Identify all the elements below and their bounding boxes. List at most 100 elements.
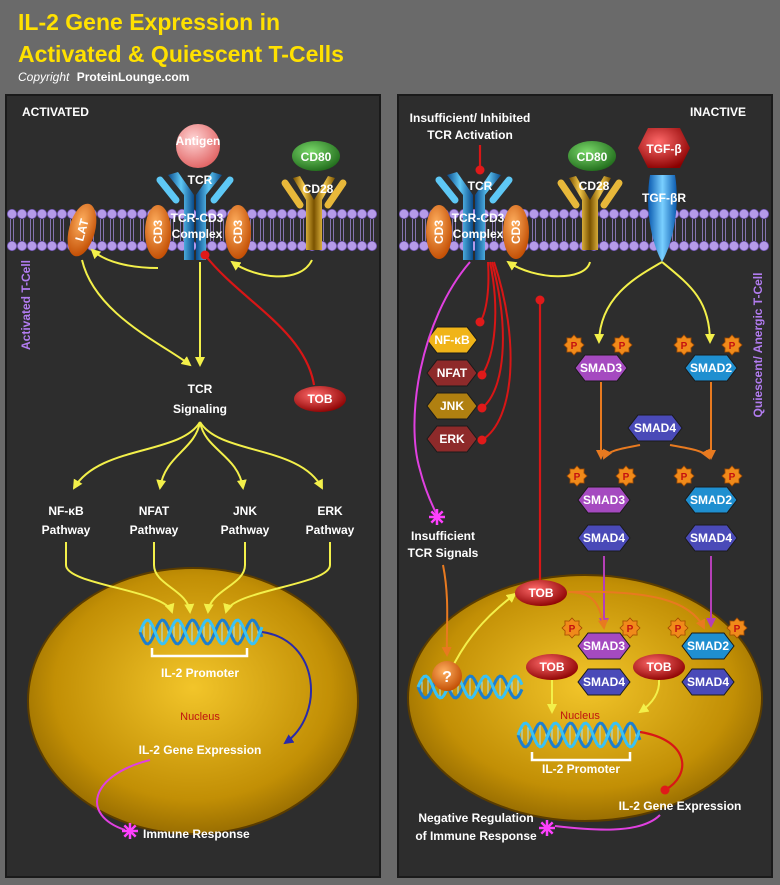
lipid-head [296,240,307,251]
lipid-head [749,208,760,219]
arrow-cd3-to-lat [90,248,159,269]
lipid-head [689,240,700,251]
kinase-0-shape [426,326,478,354]
tob-left: TOB [294,386,346,412]
kinase-0-label: NF-κB [434,333,470,347]
smad4-free-shape [627,414,683,442]
lipid-head [276,208,287,219]
dna-helix-right [516,721,642,749]
lipid-head [488,240,499,251]
panel-title-activated: ACTIVATED [22,105,89,119]
lipid-tail [300,219,304,241]
antigen-label: Antigen [176,134,221,148]
arrow-tgfbr-to-smad3 [594,261,663,344]
lipid-head [719,208,730,219]
lipid-tail [402,219,406,241]
copyright-word: Copyright [18,70,70,84]
negative-regulation-1: Negative Regulation [418,811,533,825]
cd3-left-b: CD3 [225,205,251,259]
unknown-factor: ? [432,661,462,691]
phospho-c3-b-label: P [623,472,630,483]
phospho-smad3-a [563,334,585,356]
lipid-tail [762,219,766,241]
arrow-signaling-to-erk [199,421,323,490]
lipid-tail [752,219,756,241]
nucleus-label-right: Nucleus [560,710,600,722]
gene-expression-right: IL-2 Gene Expression [619,799,742,813]
lipid-tail [632,219,636,241]
antigen-left: Antigen [176,124,221,168]
pathway-erk-suffix: Pathway [306,523,355,537]
arrow-signaling-to-nfkb [72,421,201,490]
tob-right-left: TOB [526,654,578,680]
il2-promoter-left: IL-2 Promoter [161,666,239,680]
arrow-question-to-tob [449,592,517,673]
kinase-2-shape [426,392,478,420]
cd3-right-b: CD3 [503,205,529,259]
tob-label-right-left: TOB [539,660,564,674]
lipid-head [398,240,409,251]
lipid-head [699,240,710,251]
lipid-tail [330,219,334,241]
pathway-erk-name: ERK [317,504,343,518]
lipid-tail [120,219,124,241]
copyright-line: Copyright ProteinLounge.com [18,70,189,84]
lipid-head [488,208,499,219]
lipid-head [609,240,620,251]
cd28-receptor-right [557,176,623,250]
lipid-head [448,208,459,219]
lat-label: LAT [72,217,92,243]
cd80-left: CD80 [292,141,340,171]
lipid-head [709,208,720,219]
pathway-nfat-suffix: Pathway [130,523,179,537]
lipid-head [739,208,750,219]
arrow-dna-to-expression [261,631,313,745]
phospho-smad2-b-label: P [729,341,736,352]
lipid-tail [60,219,64,241]
arrow-tob-to-promoter-right [638,679,661,714]
title-line-1: IL-2 Gene Expression in [18,9,280,35]
pathway-jnk-suffix: Pathway [221,523,270,537]
lipid-head [629,208,640,219]
phospho-c3-a [566,465,588,487]
question-label: ? [442,669,452,686]
lipid-head [619,240,630,251]
lipid-head [739,240,750,251]
lipid-head [569,208,580,219]
lipid-head [539,240,550,251]
arrow-erk-to-dna [223,542,331,614]
asterisk-insufficient [429,509,445,525]
inhibition-expression-line [639,730,684,795]
tcr-cd3-complex-right-1: TCR-CD3 [452,211,505,225]
tcr-label-right: TCR [468,179,493,193]
inhibition-to-jnk [477,261,504,413]
lipid-tail [20,219,24,241]
phospho-smad3-b [611,334,633,356]
lipid-tail [360,219,364,241]
phospho-smad3-a-label: P [571,341,578,352]
smad4-complex-b-shape [684,524,738,552]
dna-strand [138,618,264,646]
lipid-head [366,240,377,251]
lipid-tail [370,219,374,241]
lipid-head [37,208,48,219]
dna-strand [138,618,264,646]
smad2-complex-shape [684,486,738,514]
lipid-tail [562,219,566,241]
arrow-signaling-to-nfat [156,421,201,490]
lipid-head [689,208,700,219]
smad4-complex-a-shape [577,524,631,552]
lipid-head [256,240,267,251]
tgfb-label: TGF-β [646,142,681,156]
smad4-complex-a-label: SMAD4 [583,531,625,545]
arrow-nfkb-to-dna [65,542,175,614]
smad3-complex-label: SMAD3 [583,493,625,507]
tob-inhibition-left [200,250,316,386]
lipid-head [216,240,227,251]
lipid-head [16,240,27,251]
lipid-head [398,208,409,219]
smad3-nucleus-label: SMAD3 [583,639,625,653]
